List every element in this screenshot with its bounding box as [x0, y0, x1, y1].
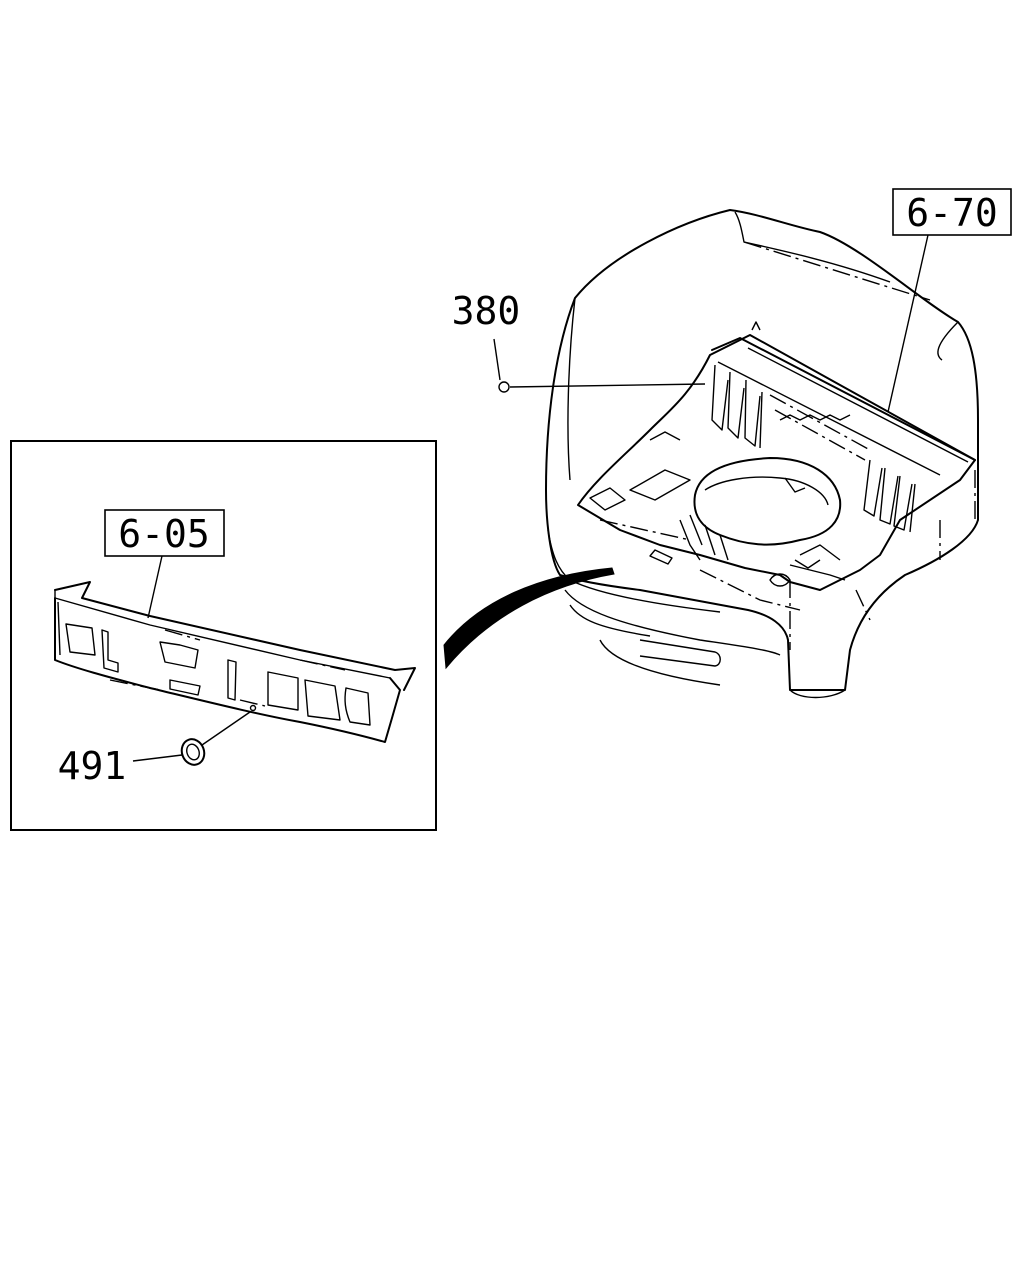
leader-lines [132, 234, 929, 762]
ref-label-6-05[interactable]: 6-05 [118, 512, 210, 556]
detail-inset-frame [10, 440, 437, 831]
cab-body-drawing [545, 209, 979, 699]
ref-box-6-05 [104, 509, 225, 557]
part-label-491[interactable]: 491 [58, 744, 127, 788]
detail-pointer [443, 567, 615, 670]
ref-label-6-70[interactable]: 6-70 [906, 191, 998, 235]
part-label-380[interactable]: 380 [452, 289, 521, 333]
ref-box-6-70 [892, 188, 1012, 236]
front-panel-drawing [54, 581, 416, 743]
grommet-491-drawing [180, 738, 206, 766]
